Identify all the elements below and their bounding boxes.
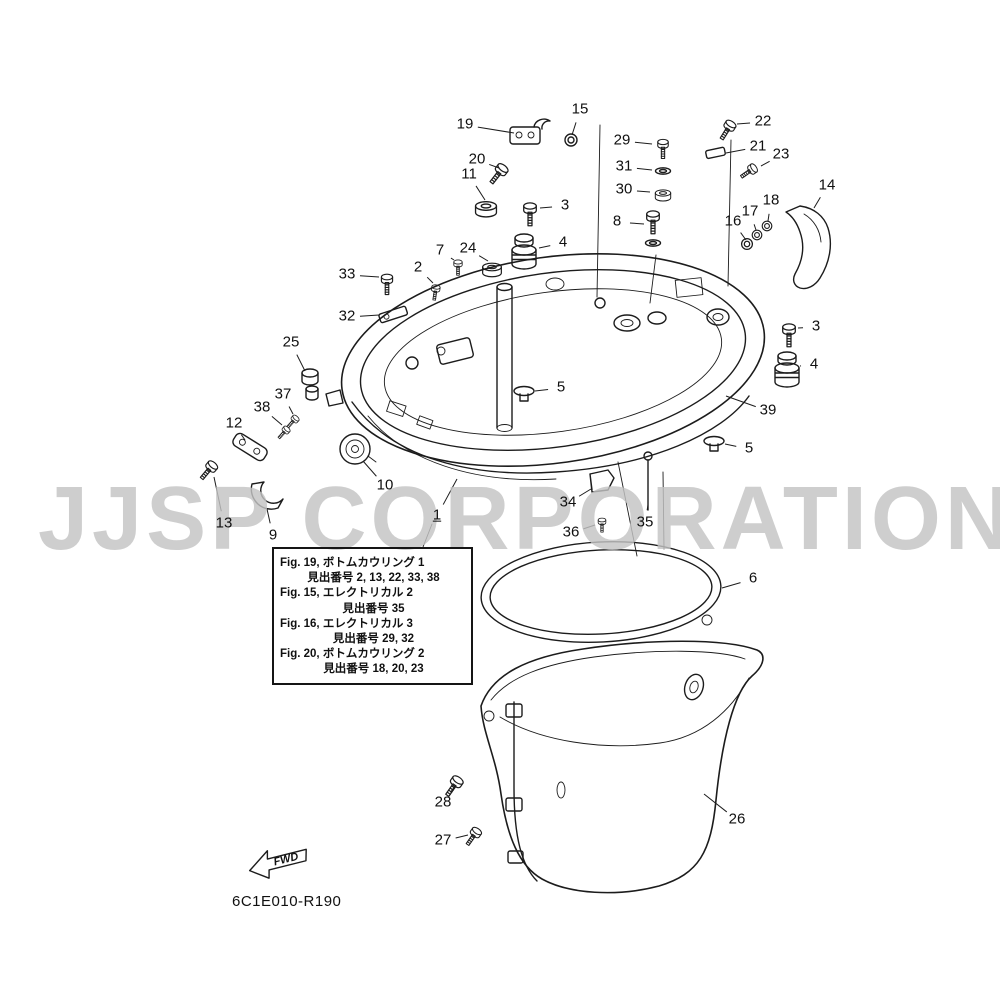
gasket-drawing: [480, 540, 722, 644]
part-18-washer-drawing: [761, 220, 773, 232]
part-27-bolt-drawing: [462, 825, 484, 849]
part-32-bracket-drawing: [378, 305, 409, 324]
leader-line-23: [760, 160, 770, 167]
leader-line-38: [271, 416, 283, 426]
watermark: JJSP CORPORATION: [38, 469, 1000, 569]
part-8-bolt-drawing: [646, 210, 660, 235]
part-8-washer-drawing: [644, 239, 662, 247]
part-30-grommet-drawing: [654, 189, 672, 202]
part-25-fitting-drawing: [301, 368, 319, 401]
part-3-bolt-left-drawing: [523, 202, 537, 227]
leader-line-29: [634, 141, 653, 145]
leader-line-5: [534, 388, 549, 392]
part-22-bolt-drawing: [716, 118, 738, 143]
reference-fig-row: Fig. 19, ボトムカウリング 1: [280, 557, 425, 569]
reference-number-row: 見出番号 2, 13, 22, 33, 38: [307, 572, 440, 585]
leader-line-34: [578, 488, 592, 497]
leader-line-36: [583, 524, 596, 530]
leader-line-10: [362, 460, 377, 477]
part-14-bracket-drawing: [785, 205, 832, 290]
part-21-plate-drawing: [705, 146, 726, 160]
leader-line-9: [266, 508, 271, 524]
part-4-damper-left-drawing: [511, 233, 537, 270]
leader-line-21: [725, 148, 746, 154]
leader-line-28: [450, 785, 456, 793]
leader-line-13: [213, 476, 222, 512]
leader-line-16: [740, 232, 747, 241]
leader-line-25: [296, 354, 306, 372]
leader-line-30: [636, 190, 651, 193]
leader-line-1: [442, 478, 458, 505]
leader-line-31: [636, 167, 653, 171]
part-31-washer-drawing: [654, 167, 672, 175]
leader-line-8: [629, 222, 645, 225]
part-35-pin-drawing: [643, 451, 653, 511]
part-19-clamp-drawing: [509, 118, 551, 145]
leader-line-4: [538, 245, 551, 249]
reference-box: Fig. 19, ボトムカウリング 1 見出番号 2, 13, 22, 33, 3…: [272, 547, 473, 686]
leader-line-19: [477, 126, 515, 134]
fwd-arrow: FWD: [248, 848, 307, 879]
part-34-clamp-drawing: [589, 469, 615, 493]
leader-line-5: [724, 443, 737, 447]
part-3-bolt-right-drawing: [782, 323, 796, 348]
part-11-grommet-drawing: [474, 201, 498, 218]
part-12-bracket-drawing: [232, 432, 268, 462]
leader-line-22: [736, 122, 751, 125]
leader-line-37: [288, 406, 294, 415]
reference-fig-row: Fig. 16, エレクトリカル 3: [280, 617, 413, 630]
part-33-bolt-drawing: [380, 273, 394, 296]
leader-line-24: [478, 255, 489, 262]
projection-lines: [422, 124, 732, 557]
reference-number-row: 見出番号 29, 32: [332, 632, 415, 645]
leader-line-35: [646, 504, 649, 511]
reference-fig-row: Fig. 20, ボトムカウリング 2: [280, 648, 425, 661]
part-16-washer-drawing: [740, 237, 754, 251]
leader-line-11: [475, 185, 486, 201]
leader-line-32: [359, 314, 380, 317]
leader-line-17: [753, 224, 757, 231]
reference-rows: Fig. 19, ボトムカウリング 1 見出番号 2, 13, 22, 33, 3…: [280, 556, 467, 677]
part-9-hook-drawing: [250, 481, 284, 510]
leader-lines-layer: [213, 122, 821, 839]
lower-casing-drawing: [480, 640, 764, 894]
part-10-mount-drawing: [339, 433, 377, 465]
bottom-cowling-drawing: [325, 252, 766, 481]
leader-line-14: [813, 196, 821, 209]
part-28-bolt-drawing: [441, 773, 466, 800]
leader-line-2: [426, 276, 434, 284]
fwd-label: FWD: [272, 851, 299, 869]
leader-line-18: [767, 213, 770, 222]
drawing-code: 6C1E010-R190: [232, 893, 342, 910]
part-4-damper-right-drawing: [774, 351, 800, 388]
reference-fig-row: Fig. 15, エレクトリカル 2: [280, 587, 413, 600]
part-7-screw-drawing: [453, 259, 463, 276]
leader-line-26: [703, 793, 728, 813]
leader-line-33: [359, 275, 380, 278]
part-20-bolt-drawing: [486, 161, 511, 187]
leader-line-15: [571, 122, 577, 136]
leader-line-39: [725, 395, 756, 408]
part-29-bolt-drawing: [657, 138, 669, 160]
part-5-drawings: [513, 385, 725, 452]
part-23-screw-drawing: [738, 162, 760, 182]
leader-line-27: [455, 834, 469, 839]
part-17-washer-drawing: [751, 229, 763, 241]
reference-number-row: 見出番号 18, 20, 23: [323, 663, 424, 676]
part-15-ring-drawing: [564, 133, 578, 147]
leader-line-20: [489, 163, 500, 169]
leader-line-3: [539, 206, 553, 209]
leader-line-6: [721, 582, 741, 589]
reference-number-row: 見出番号 35: [342, 602, 405, 615]
leader-line-7: [450, 257, 455, 261]
leader-line-12: [240, 434, 246, 441]
